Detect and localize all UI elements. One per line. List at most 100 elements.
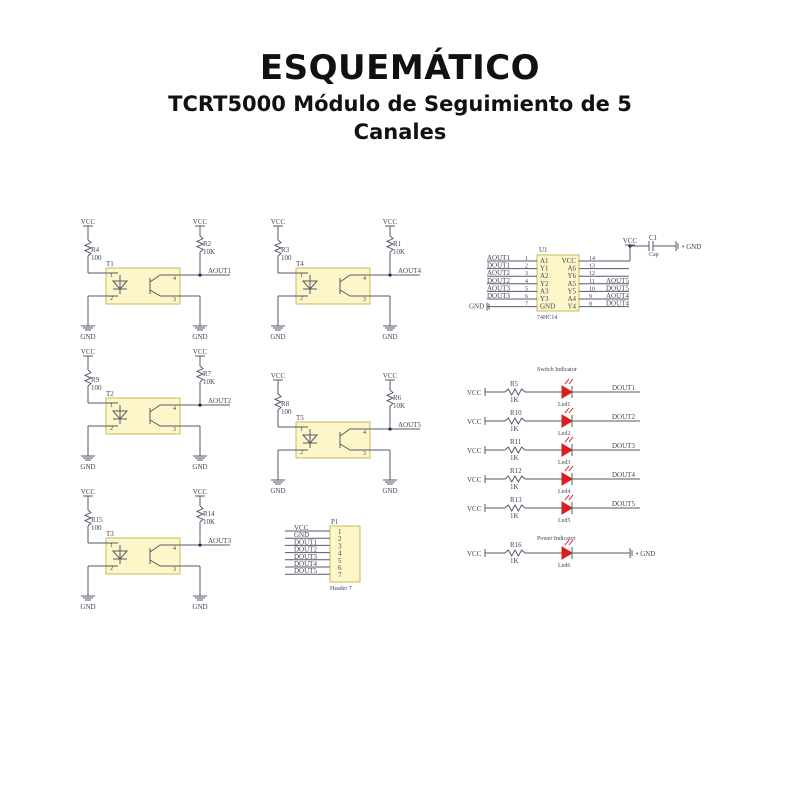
power-indicator-label: Power Indicator xyxy=(537,536,576,542)
wire xyxy=(149,544,161,553)
photodiode-icon xyxy=(111,275,129,294)
led-triangle xyxy=(561,501,573,515)
vcc-label: VCC xyxy=(193,488,208,496)
led-icon xyxy=(561,539,574,560)
resistor-icon xyxy=(504,474,526,484)
pin-number: 11 xyxy=(589,279,595,285)
gnd-label: • GND xyxy=(682,243,701,251)
led-icon xyxy=(561,465,574,486)
gnd-label: GND xyxy=(270,333,285,341)
resistor-ref: R1 xyxy=(393,240,402,248)
light-rays-icon xyxy=(564,494,574,501)
net-label: DOUT3 xyxy=(612,442,635,450)
gnd-label: GND xyxy=(382,487,397,495)
resistor-value: 1K xyxy=(510,557,519,565)
sensor-ref: T1 xyxy=(106,260,114,268)
pin-number: 1 xyxy=(300,427,303,433)
resistor-value: 1K xyxy=(510,425,519,433)
pin-number: 13 xyxy=(589,264,595,270)
wire xyxy=(149,404,161,413)
pin-name: Y1 xyxy=(540,265,549,273)
pin-number: 1 xyxy=(338,528,342,536)
gnd-label: • GND xyxy=(636,550,655,558)
gnd-label: GND xyxy=(80,603,95,611)
net-label: VCC xyxy=(294,524,309,532)
resistor-ref: R3 xyxy=(281,246,290,254)
net-label: DOUT4 xyxy=(294,560,317,568)
resistor-icon xyxy=(83,239,93,257)
resistor-value: 10K xyxy=(393,402,405,410)
resistor-icon xyxy=(83,509,93,527)
resistor-value: 10K xyxy=(203,248,215,256)
ground-icon xyxy=(675,241,679,251)
net-label: DOUT4 xyxy=(612,471,635,479)
resistor-ref: R12 xyxy=(510,467,522,475)
wire xyxy=(339,428,351,437)
pin-name: GND xyxy=(540,303,555,311)
pin-number: 2 xyxy=(525,264,528,270)
led-ref: Led4 xyxy=(558,489,570,495)
light-rays-icon xyxy=(564,539,574,546)
net-label: DOUT2 xyxy=(487,277,510,285)
pin-name: Y3 xyxy=(540,295,549,303)
resistor-icon xyxy=(504,387,526,397)
resistor-value: 10K xyxy=(203,518,215,526)
ground-icon xyxy=(383,325,397,331)
junction-dot xyxy=(198,273,202,277)
pin-number: 10 xyxy=(589,286,595,292)
pin-number: 4 xyxy=(338,550,342,558)
resistor-ref: R11 xyxy=(510,438,522,446)
vcc-label: VCC xyxy=(467,418,482,426)
photodiode-icon xyxy=(111,545,129,564)
resistor-value: 100 xyxy=(281,254,292,262)
net-label: AOUT3 xyxy=(487,284,510,292)
net-label: GND xyxy=(469,303,484,311)
net-label: AOUT1 xyxy=(487,254,510,262)
resistor-icon xyxy=(385,389,395,407)
net-label: AOUT3 xyxy=(208,537,231,545)
led-triangle xyxy=(561,546,573,560)
resistor-icon xyxy=(504,445,526,455)
pin-number: 3 xyxy=(173,567,176,573)
net-label: DOUT3 xyxy=(487,292,510,300)
pin-name: Y4 xyxy=(567,303,576,311)
diode-triangle xyxy=(111,280,129,290)
page-subtitle: TCRT5000 Módulo de Seguimiento de 5 Cana… xyxy=(168,92,632,144)
sensor-ref: T5 xyxy=(296,414,304,422)
photodiode-icon xyxy=(301,429,319,448)
net-label: DOUT1 xyxy=(612,384,635,392)
led-ref: Led3 xyxy=(558,460,570,466)
capacitor-icon xyxy=(648,241,654,251)
switch-indicator-label: Switch Indicator xyxy=(537,367,577,373)
net-label: DOUT2 xyxy=(294,546,317,554)
pin-name: A1 xyxy=(540,257,549,265)
net-label: AOUT4 xyxy=(398,267,421,275)
light-rays-icon xyxy=(564,407,574,414)
ground-icon xyxy=(81,595,95,601)
pin-name: A2 xyxy=(540,272,549,280)
wire xyxy=(339,443,351,451)
pin-number: 6 xyxy=(525,294,528,300)
pin-number: 4 xyxy=(173,546,176,552)
phototransistor-icon xyxy=(149,544,180,567)
header-name: Header 7 xyxy=(330,586,352,592)
sensor-ref: T2 xyxy=(106,390,114,398)
net-label: DOUT5 xyxy=(294,567,317,575)
wire xyxy=(149,289,161,297)
pin-number: 12 xyxy=(589,271,595,277)
pin-number: 3 xyxy=(363,297,366,303)
optosensor-body xyxy=(105,267,181,305)
vcc-label: VCC xyxy=(81,218,96,226)
resistor-icon xyxy=(195,235,205,253)
led-ref: Led5 xyxy=(558,518,570,524)
resistor-ref: R2 xyxy=(203,240,212,248)
optosensor-body xyxy=(295,421,371,459)
vcc-label: VCC xyxy=(193,348,208,356)
resistor-value: 1K xyxy=(510,396,519,404)
ground-icon xyxy=(193,595,207,601)
pin-name: Y2 xyxy=(540,280,549,288)
pin-number: 14 xyxy=(589,256,595,262)
